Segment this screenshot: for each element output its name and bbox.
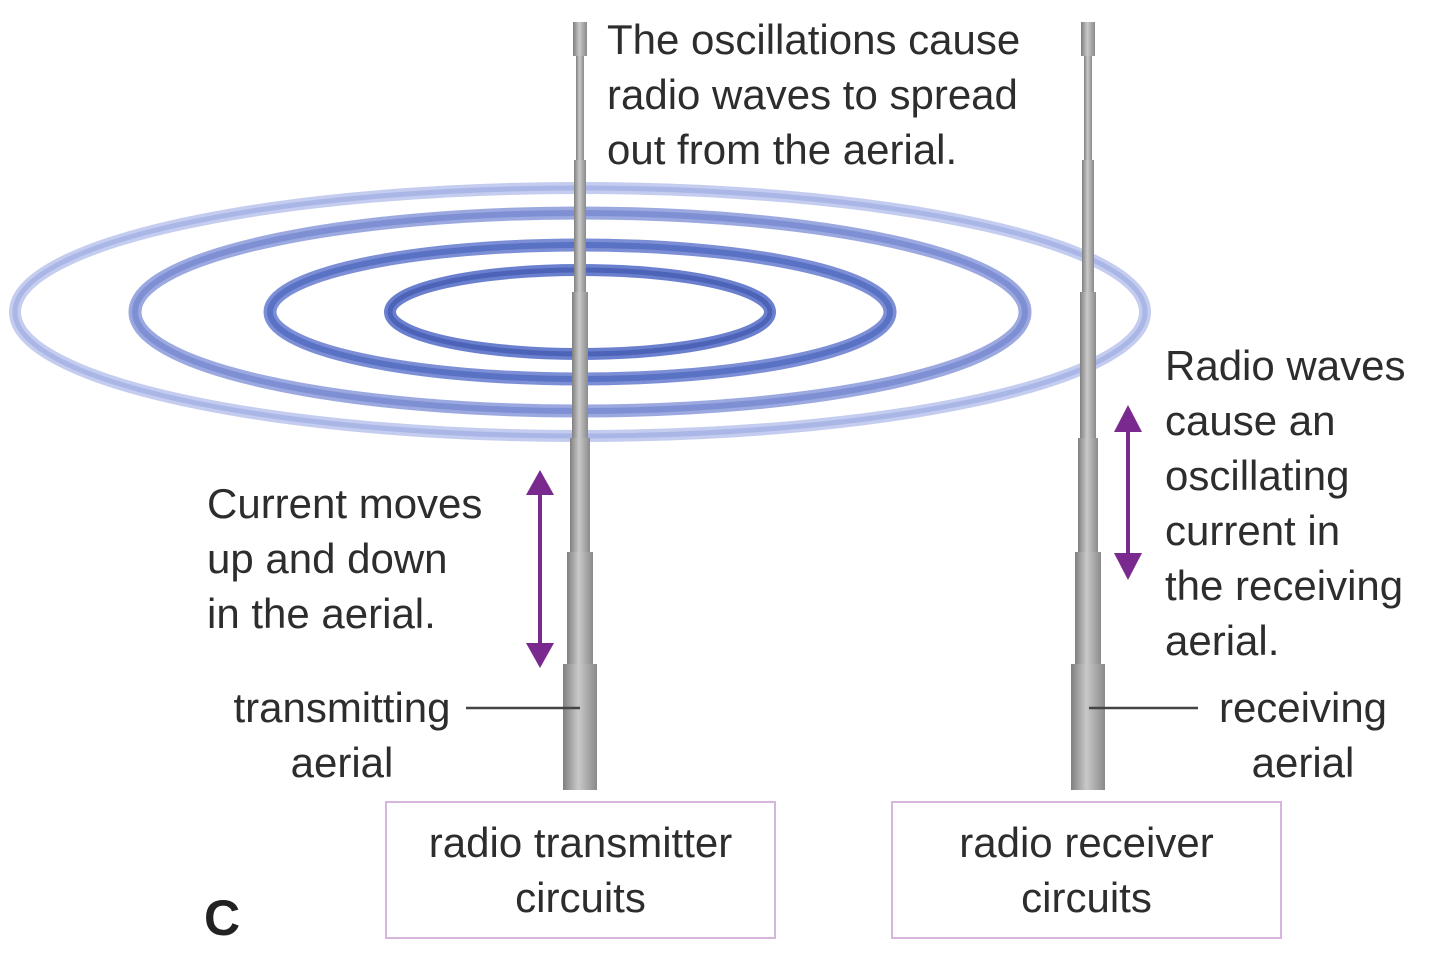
current-moves-label-line: in the aerial. bbox=[207, 590, 436, 637]
transmitter-current-arrow bbox=[526, 470, 554, 668]
oscillations-label-line: The oscillations cause bbox=[607, 16, 1021, 63]
oscillations-label-line: radio waves to spread bbox=[607, 71, 1018, 118]
transmitting-aerial bbox=[563, 22, 597, 790]
radio-waves-cause-label-line: cause an bbox=[1165, 397, 1336, 444]
receiving-aerial bbox=[1071, 22, 1105, 790]
receiver-current-arrow bbox=[1114, 405, 1142, 580]
radio-waves-cause-label-line: Radio waves bbox=[1165, 342, 1406, 389]
transmitting-aerial-label: transmitting aerial bbox=[222, 680, 462, 790]
oscillations-label-line: out from the aerial. bbox=[607, 126, 958, 173]
radio-waves-cause-label-line: current in bbox=[1165, 507, 1341, 554]
radio-receiver-circuits-box: radio receiver circuits bbox=[891, 801, 1282, 939]
radio-waves-cause-label-line: the receiving bbox=[1165, 562, 1404, 609]
receiving-aerial-label-line: aerial bbox=[1251, 739, 1355, 786]
current-moves-label: Current moves up and down in the aerial. bbox=[207, 476, 482, 641]
transmitter-box-line: circuits bbox=[515, 874, 646, 921]
transmitting-aerial-label-line: transmitting bbox=[233, 684, 451, 731]
transmitting-aerial-label-line: aerial bbox=[290, 739, 394, 786]
radio-transmitter-circuits-box: radio transmitter circuits bbox=[385, 801, 776, 939]
current-moves-label-line: up and down bbox=[207, 535, 448, 582]
receiver-box-line: circuits bbox=[1021, 874, 1152, 921]
oscillations-label: The oscillations cause radio waves to sp… bbox=[607, 12, 1020, 177]
transmitter-box-line: radio transmitter bbox=[428, 819, 733, 866]
radio-waves-cause-label-line: aerial. bbox=[1165, 617, 1280, 664]
current-moves-label-line: Current moves bbox=[207, 480, 483, 527]
radio-waves-cause-label: Radio waves cause an oscillating current… bbox=[1165, 338, 1405, 668]
radio-waves-cause-label-line: oscillating bbox=[1165, 452, 1350, 499]
receiver-box-line: radio receiver bbox=[959, 819, 1214, 866]
figure-letter: C bbox=[204, 890, 241, 946]
receiving-aerial-label: receiving aerial bbox=[1200, 680, 1406, 790]
receiving-aerial-label-line: receiving bbox=[1218, 684, 1388, 731]
